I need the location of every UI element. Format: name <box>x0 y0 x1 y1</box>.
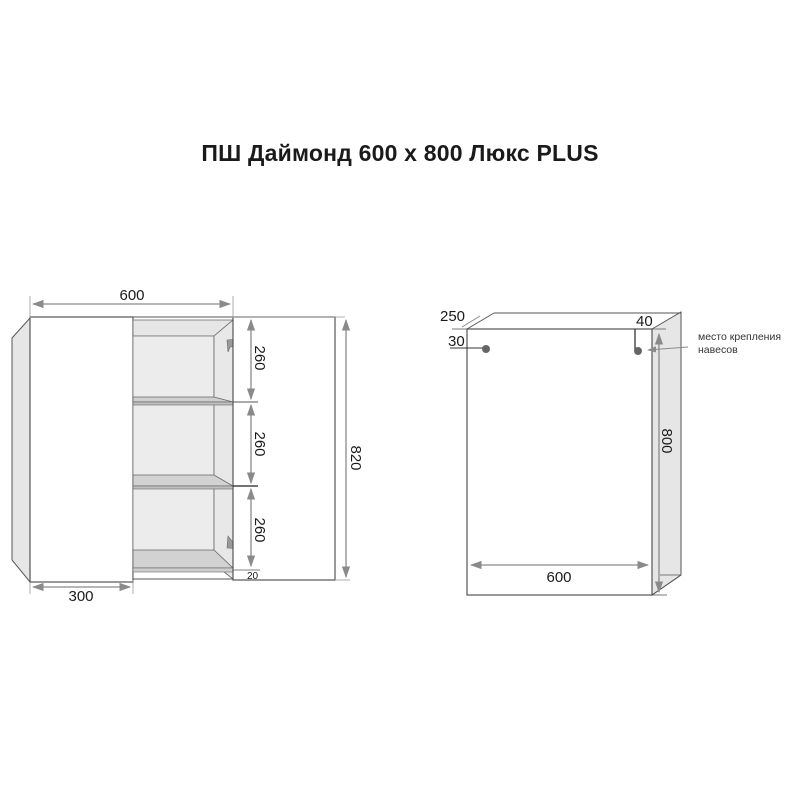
front-view: 600 300 260 260 260 20 820 <box>11 287 364 605</box>
shelf-1 <box>132 396 234 403</box>
dim-right-offset-40: 40 <box>636 313 653 330</box>
left-door <box>29 316 134 583</box>
mount-note-line1: место крепления <box>698 331 781 343</box>
dim-depth-250: 250 <box>440 308 465 325</box>
dim-bottom-20: 20 <box>247 571 259 582</box>
dim-shelf-2-260: 260 <box>251 431 268 456</box>
dim-shelf-3-260: 260 <box>251 517 268 542</box>
back-panel <box>466 328 653 596</box>
dim-width-600: 600 <box>119 287 144 304</box>
right-door <box>232 316 336 581</box>
back-view: 250 30 40 место крепления навесов 800 60… <box>440 308 781 596</box>
drawing-title: ПШ Даймонд 600 х 800 Люкс PLUS <box>201 140 599 166</box>
open-door-edge <box>11 316 31 584</box>
dim-door-width-300: 300 <box>68 588 93 605</box>
dim-total-height-820: 820 <box>347 445 364 470</box>
dim-height-800: 800 <box>658 428 675 453</box>
dim-shelf-1-260: 260 <box>251 345 268 370</box>
dim-width-600-back: 600 <box>546 569 571 586</box>
mount-note-line2: навесов <box>698 344 738 356</box>
cabinet-interior <box>132 316 235 580</box>
dim-left-offset-30: 30 <box>448 333 465 350</box>
mount-point-right <box>634 347 642 355</box>
mount-point-left <box>482 345 490 353</box>
